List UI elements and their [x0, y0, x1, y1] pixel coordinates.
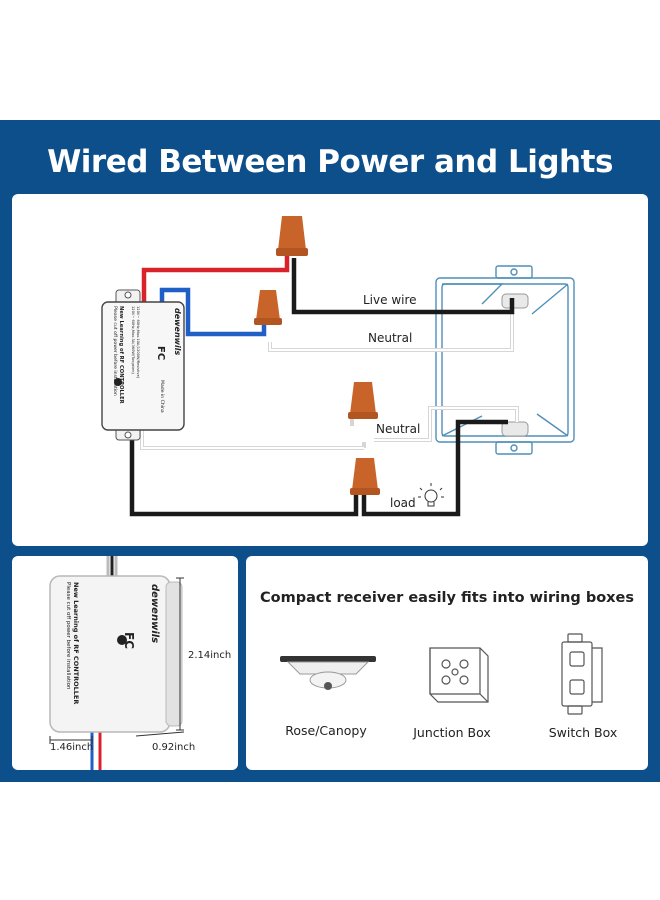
switch-top-terminal [501, 293, 529, 309]
switch-box-icon [561, 633, 603, 715]
device-warning: Please cut off power before installation [112, 306, 117, 396]
device-name: New Learning of RF CONTROLLER [118, 306, 124, 404]
live-wire-label: Live wire [363, 293, 417, 307]
device-warning-small: Please cut off power before installation [65, 582, 71, 690]
load-wire [361, 419, 508, 517]
bulb-icon [418, 483, 444, 507]
depth-dimension-line [135, 731, 185, 737]
wall-switch-box [435, 265, 575, 455]
wire-connector-3 [348, 382, 378, 419]
wire-connector-1 [276, 216, 308, 256]
width-dimension-line [49, 736, 93, 744]
wiring-diagram-panel: Live wire Neutral Neutral load dewenwils… [12, 194, 648, 546]
height-dimension-line [176, 577, 184, 731]
depth-label: 0.92inch [152, 742, 196, 753]
made-in: Made in China [159, 380, 164, 413]
caption-junction-box: Junction Box [413, 725, 491, 740]
wiring-diagram [101, 216, 575, 517]
junction-box-icon [429, 647, 489, 703]
brand-logo: dewenwils [173, 308, 182, 356]
controller-label-area: dewenwils New Learning of RF CONTROLLER … [102, 302, 184, 430]
device-name-small: New Learning of RF CONTROLLER [72, 582, 80, 705]
neutral-label-top: Neutral [368, 331, 413, 345]
wire-connector-2 [254, 290, 282, 325]
box-illustrations [280, 633, 603, 715]
spec-line-2: 120V~ 60Hz,Max.3A(360W/Tungsten) [131, 306, 135, 374]
brand-logo-small: dewenwils [149, 584, 160, 644]
spec-line-1: 120V~ 60Hz,Max.10A(1200W/Resistive) [136, 306, 140, 379]
neutral-label-bottom: Neutral [376, 422, 421, 436]
red-input-wire [141, 256, 290, 302]
blue-input-wire [159, 287, 267, 337]
compact-heading: Compact receiver easily fits into wiring… [260, 590, 634, 606]
device-label-area: dewenwils New Learning of RF CONTROLLER … [50, 576, 166, 732]
rose-canopy-icon [280, 656, 376, 690]
height-label: 2.14inch [188, 650, 232, 661]
caption-rose-canopy: Rose/Canopy [285, 723, 367, 738]
fcc-mark-small: FC [122, 632, 136, 650]
fcc-mark: FC [155, 346, 166, 361]
live-wire [291, 258, 515, 315]
wire-connector-4 [350, 458, 380, 495]
width-label: 1.46inch [50, 742, 94, 753]
rf-controller-module [101, 289, 185, 441]
black-output-wire [129, 430, 359, 517]
compact-fit-panel: Compact receiver easily fits into wiring… [246, 556, 648, 770]
page-title: Wired Between Power and Lights [47, 144, 613, 180]
device-dimension-drawing [49, 556, 185, 770]
dimensions-panel: dewenwils New Learning of RF CONTROLLER … [12, 556, 238, 770]
load-label: load [390, 496, 416, 510]
caption-switch-box: Switch Box [548, 725, 618, 740]
